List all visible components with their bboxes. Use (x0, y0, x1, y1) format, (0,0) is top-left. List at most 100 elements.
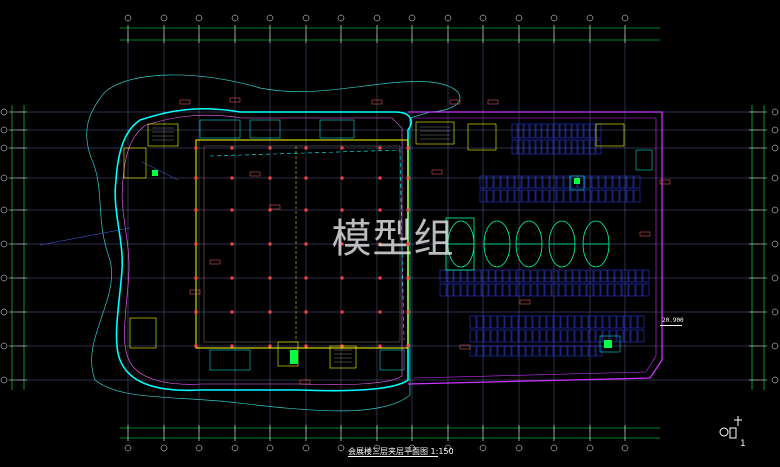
parking-stall (490, 315, 498, 329)
parking-stall (614, 283, 622, 297)
column (378, 276, 382, 280)
column (304, 242, 308, 246)
ramp-ellipses (445, 217, 610, 271)
column (268, 242, 272, 246)
parking-stall (588, 329, 596, 343)
parking-stall (586, 269, 594, 283)
parking-stall (446, 283, 454, 297)
annotation-tag (179, 99, 191, 105)
column (194, 344, 198, 348)
parking-stall (630, 315, 638, 329)
parking-stall (595, 315, 603, 329)
parking-stall (591, 175, 599, 189)
axis-bubble-right (771, 206, 779, 214)
column (378, 310, 382, 314)
parking-stall (628, 269, 636, 283)
column (194, 208, 198, 212)
axis-bubble-bottom (550, 444, 558, 452)
ramp-frame (445, 217, 475, 271)
building-outline (114, 107, 412, 392)
parking-stall (537, 283, 545, 297)
axis-bubble-left (0, 342, 8, 350)
parking-stall (560, 315, 568, 329)
column (406, 176, 410, 180)
parking-stall (571, 123, 578, 139)
parking-stall (495, 269, 503, 283)
parking-stall (637, 329, 645, 343)
parking-stall (598, 175, 606, 189)
parking-stall (476, 345, 484, 357)
parking-stall (583, 139, 590, 155)
column (268, 276, 272, 280)
site-boundary (86, 74, 461, 412)
parking-outline (407, 111, 663, 385)
elevation-label: 20.900 (662, 317, 684, 324)
parking-stall (574, 315, 582, 329)
parking-stall (619, 189, 627, 203)
parking-stall (542, 189, 550, 203)
parking-stall (511, 329, 519, 343)
axis-bubble-top (373, 14, 381, 22)
axis-bubble-bottom (337, 444, 345, 452)
parking-stall (623, 315, 631, 329)
axis-bubble-bottom (586, 444, 594, 452)
column (378, 176, 382, 180)
parking-stall (560, 329, 568, 343)
annotation-tag (209, 259, 221, 265)
axis-bubble-bottom (266, 444, 274, 452)
parking-stall (553, 345, 561, 357)
axis-bubble-left (0, 174, 8, 182)
parking-stall (598, 189, 606, 203)
service-rooms (199, 119, 653, 371)
building-outline-inner (121, 114, 403, 386)
annotation-tag (189, 289, 201, 295)
axis-bubble-bottom (444, 444, 452, 452)
axis-bubble-bottom (408, 444, 416, 452)
annotation-tag (519, 299, 531, 305)
parking-stall (481, 269, 489, 283)
parking-stall (553, 139, 560, 155)
parking-stall (619, 175, 627, 189)
parking-stall (630, 329, 638, 343)
parking-stall (518, 329, 526, 343)
parking-stall (504, 345, 512, 357)
column (268, 146, 272, 150)
parking-stall (523, 283, 531, 297)
parking-stall (530, 283, 538, 297)
column (230, 208, 234, 212)
axis-bubble-left (0, 206, 8, 214)
axis-bubble-bottom (479, 444, 487, 452)
axis-bubble-right (771, 144, 779, 152)
column (194, 242, 198, 246)
axis-bubble-right (771, 108, 779, 116)
axis-bubble-left (0, 144, 8, 152)
parking-stall (595, 139, 602, 155)
north-arrow-icon: 1 (719, 416, 746, 449)
parking-stall (521, 175, 529, 189)
parking-stall (556, 175, 564, 189)
structural-columns (194, 146, 410, 348)
parking-stall (476, 329, 484, 343)
parking-stall (511, 345, 519, 357)
parking-stall (628, 283, 636, 297)
annotation-tag (299, 379, 311, 385)
parking-stall (504, 315, 512, 329)
hall-glass-line (209, 149, 405, 341)
parking-stall (481, 283, 489, 297)
parking-stall (516, 269, 524, 283)
parking-stall (509, 283, 517, 297)
parking-stall (602, 315, 610, 329)
column (268, 176, 272, 180)
column (230, 242, 234, 246)
parking-stall (535, 175, 543, 189)
column (340, 310, 344, 314)
axis-bubble-right (771, 240, 779, 248)
column (340, 146, 344, 150)
parking-stall (495, 283, 503, 297)
parking-stall (500, 189, 508, 203)
parking-stall (633, 175, 641, 189)
parking-stall (581, 329, 589, 343)
parking-stall (593, 283, 601, 297)
parking-stall (581, 315, 589, 329)
